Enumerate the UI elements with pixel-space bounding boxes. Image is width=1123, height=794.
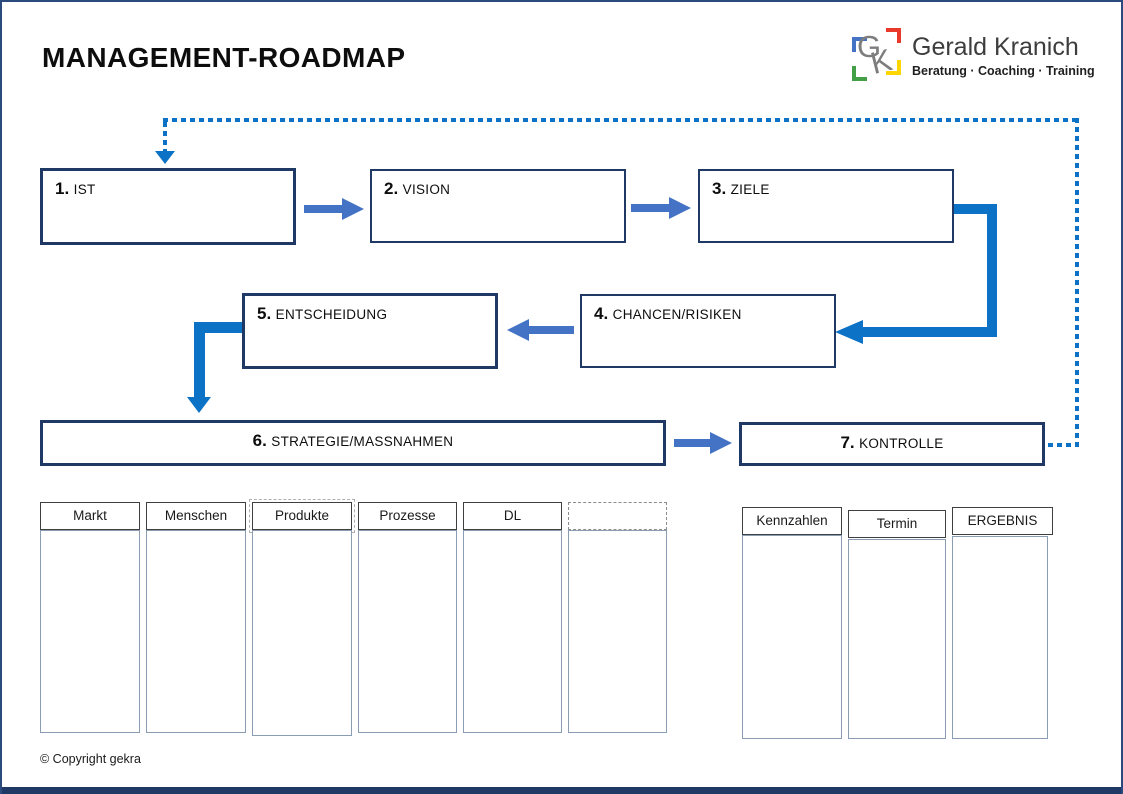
logo-letter-k: K: [866, 42, 896, 81]
logo-letter-g: G: [857, 29, 882, 64]
connector-5-6-segment-h: [194, 322, 242, 333]
step-label: KONTROLLE: [859, 436, 944, 451]
arrow-2-to-3-icon: [631, 197, 691, 219]
step-box-ziele: 3. ZIELE: [698, 169, 954, 243]
bottom-accent-bar: [2, 787, 1121, 794]
step-number: 7.: [840, 433, 855, 452]
step-box-chancen-risiken: 4. CHANCEN/RISIKEN: [580, 294, 836, 368]
step-label: ENTSCHEIDUNG: [275, 307, 388, 322]
connector-5-6-segment-v: [194, 322, 205, 398]
logo-bracket-top-right: [886, 28, 901, 43]
strategy-column-header-blank: [568, 502, 667, 530]
control-column-header-ergebnis: ERGEBNIS: [952, 507, 1053, 535]
logo-tagline: Beratung · Coaching · Training: [912, 64, 1095, 78]
step-label: CHANCEN/RISIKEN: [612, 307, 742, 322]
gk-monogram-icon: G K: [852, 28, 904, 84]
strategy-column-body-produkte: [252, 530, 352, 736]
page-title: MANAGEMENT-ROADMAP: [42, 42, 406, 73]
strategy-column-body-dl: [463, 530, 562, 733]
strategy-column-body-blank: [568, 530, 667, 733]
step-number: 5.: [257, 304, 272, 323]
step-box-entscheidung: 5. ENTSCHEIDUNG: [242, 293, 498, 369]
step-label: VISION: [402, 182, 451, 197]
step-box-vision: 2. VISION: [370, 169, 626, 243]
arrow-6-to-7-icon: [674, 432, 732, 454]
step-box-strategie-massnahmen: 6. STRATEGIE/MASSNAHMEN: [40, 420, 666, 466]
arrow-4-to-5-icon: [507, 319, 574, 341]
strategy-column-header-markt: Markt: [40, 502, 140, 530]
control-column-header-kennzahlen: Kennzahlen: [742, 507, 842, 535]
strategy-column-header-prozesse: Prozesse: [358, 502, 457, 530]
strategy-column-header-produkte: Produkte: [249, 499, 355, 533]
feedback-loop-right-segment: [1075, 118, 1079, 447]
connector-3-4-segment-h1: [953, 204, 997, 214]
gerald-kranich-logo: G K Gerald Kranich Beratung · Coaching ·…: [852, 28, 1095, 86]
control-column-body-termin: [848, 539, 946, 739]
control-column-body-ergebnis: [952, 536, 1048, 739]
control-column-header-termin: Termin: [848, 510, 946, 538]
feedback-loop-start-segment: [1048, 443, 1079, 447]
step-number: 1.: [55, 179, 70, 198]
logo-name: Gerald Kranich: [912, 33, 1079, 61]
feedback-loop-arrowhead-icon: [155, 151, 175, 164]
step-label: ZIELE: [730, 182, 770, 197]
step-box-kontrolle: 7. KONTROLLE: [739, 422, 1045, 466]
step-box-ist: 1. IST: [40, 168, 296, 245]
strategy-column-body-markt: [40, 530, 140, 733]
strategy-column-body-menschen: [146, 530, 246, 733]
strategy-column-header-dl: DL: [463, 502, 562, 530]
step-number: 4.: [594, 304, 609, 323]
copyright-text: © Copyright gekra: [40, 752, 141, 766]
step-number: 3.: [712, 179, 727, 198]
control-column-body-kennzahlen: [742, 535, 842, 739]
strategy-column-body-prozesse: [358, 530, 457, 733]
connector-5-6-arrowhead-icon: [187, 397, 211, 413]
step-label: STRATEGIE/MASSNAHMEN: [271, 434, 454, 449]
step-number: 6.: [252, 431, 267, 450]
strategy-column-header-menschen: Menschen: [146, 502, 246, 530]
step-number: 2.: [384, 179, 399, 198]
feedback-loop-top-segment: [163, 118, 1079, 122]
logo-bracket-top-left: [852, 37, 867, 52]
logo-bracket-bottom-left: [852, 66, 867, 81]
connector-3-4-segment-v: [987, 204, 997, 337]
feedback-loop-drop-segment: [163, 122, 167, 152]
logo-bracket-bottom-right: [886, 60, 901, 75]
connector-3-4-segment-h2: [860, 327, 997, 337]
connector-3-4-arrowhead-icon: [835, 320, 863, 344]
step-label: IST: [73, 182, 96, 197]
arrow-1-to-2-icon: [304, 198, 364, 220]
